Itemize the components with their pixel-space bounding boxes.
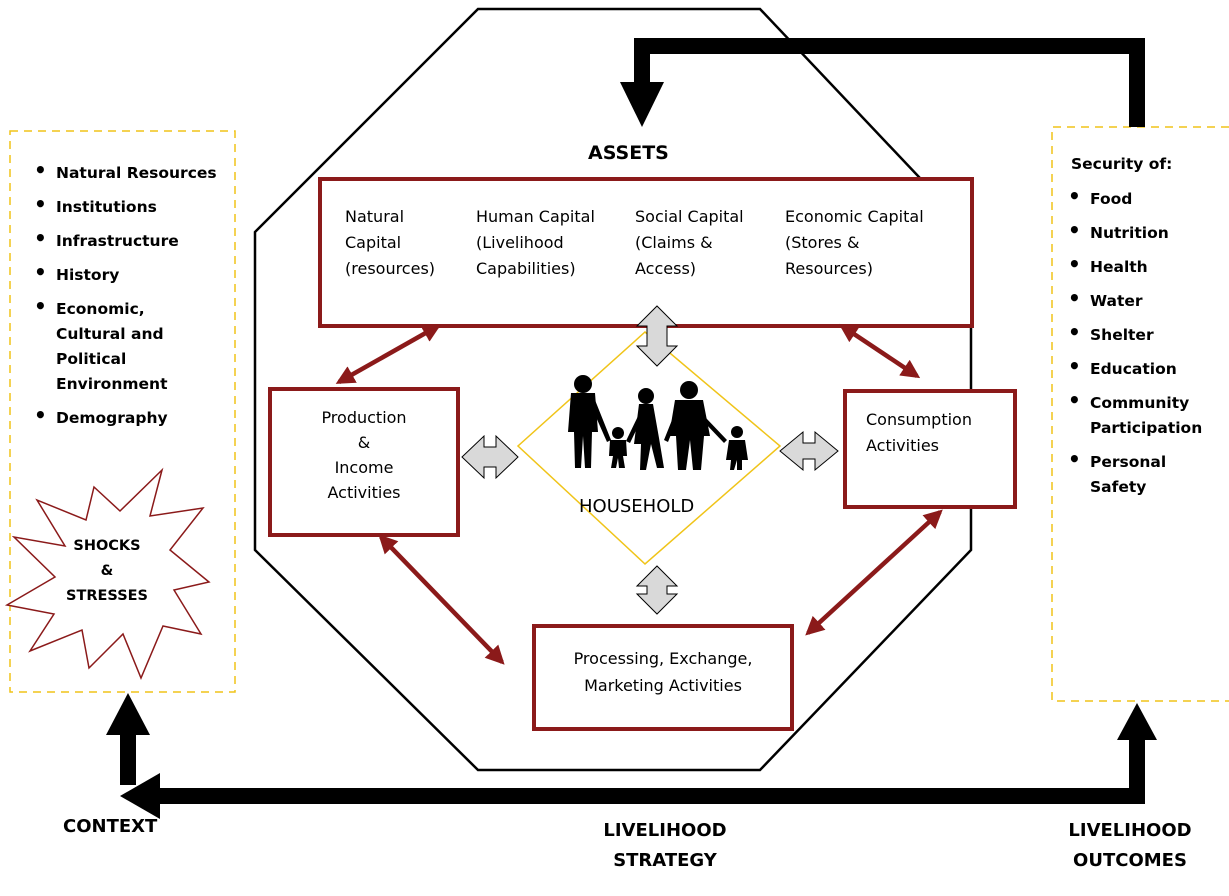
assets-box [318, 177, 974, 328]
outcome-item: Food [1062, 184, 1227, 212]
context-item: Infrastructure [28, 226, 233, 254]
family-silhouette-icon [568, 375, 748, 470]
arrow-assets-production [335, 324, 442, 384]
outcomes-heading: Security of: [1071, 155, 1173, 173]
context-frame [9, 130, 236, 693]
consumption-box [843, 389, 1017, 509]
processing-box [532, 624, 794, 731]
processing-label: Processing, Exchange,Marketing Activitie… [573, 649, 753, 695]
assets-title: ASSETS [588, 142, 669, 164]
context-item: Demography [28, 403, 233, 431]
context-list: Natural Resources Institutions Infrastru… [28, 158, 233, 440]
outcome-item: Health [1062, 252, 1227, 280]
grey-arrow-top [635, 305, 679, 367]
feedback-arrow-bottom [106, 693, 1157, 819]
grey-arrow-left [461, 434, 519, 480]
outcome-item: Education [1062, 354, 1227, 382]
arrow-production-processing [378, 534, 505, 665]
outcome-item: Community Participation [1062, 388, 1227, 441]
outcome-item: Shelter [1062, 320, 1227, 348]
context-item: Economic, Cultural and Political Environ… [28, 294, 191, 397]
grey-arrow-bottom [635, 565, 679, 615]
shocks-label: SHOCKS & STRESSES [66, 538, 148, 604]
outcome-item: Water [1062, 286, 1227, 314]
context-item: History [28, 260, 233, 288]
household-label: HOUSEHOLD [579, 496, 695, 517]
household-diamond [516, 331, 782, 566]
context-label: CONTEXT [63, 816, 158, 837]
arrow-assets-consumption [838, 323, 921, 379]
outcome-item: Personal Safety [1062, 447, 1170, 500]
outcomes-list: Food Nutrition Health Water Shelter Educ… [1062, 184, 1227, 509]
capital-economic: Economic Capital(Stores &Resources) [785, 207, 924, 278]
context-item: Natural Resources [28, 158, 233, 186]
production-box [268, 387, 460, 537]
arrow-consumption-processing [805, 509, 943, 636]
outcome-item: Nutrition [1062, 218, 1227, 246]
feedback-arrow-top [620, 38, 1145, 127]
context-item: Institutions [28, 192, 233, 220]
shocks-starburst [4, 467, 211, 680]
grey-arrow-right [779, 430, 839, 472]
capital-social: Social Capital(Claims &Access) [635, 207, 744, 278]
